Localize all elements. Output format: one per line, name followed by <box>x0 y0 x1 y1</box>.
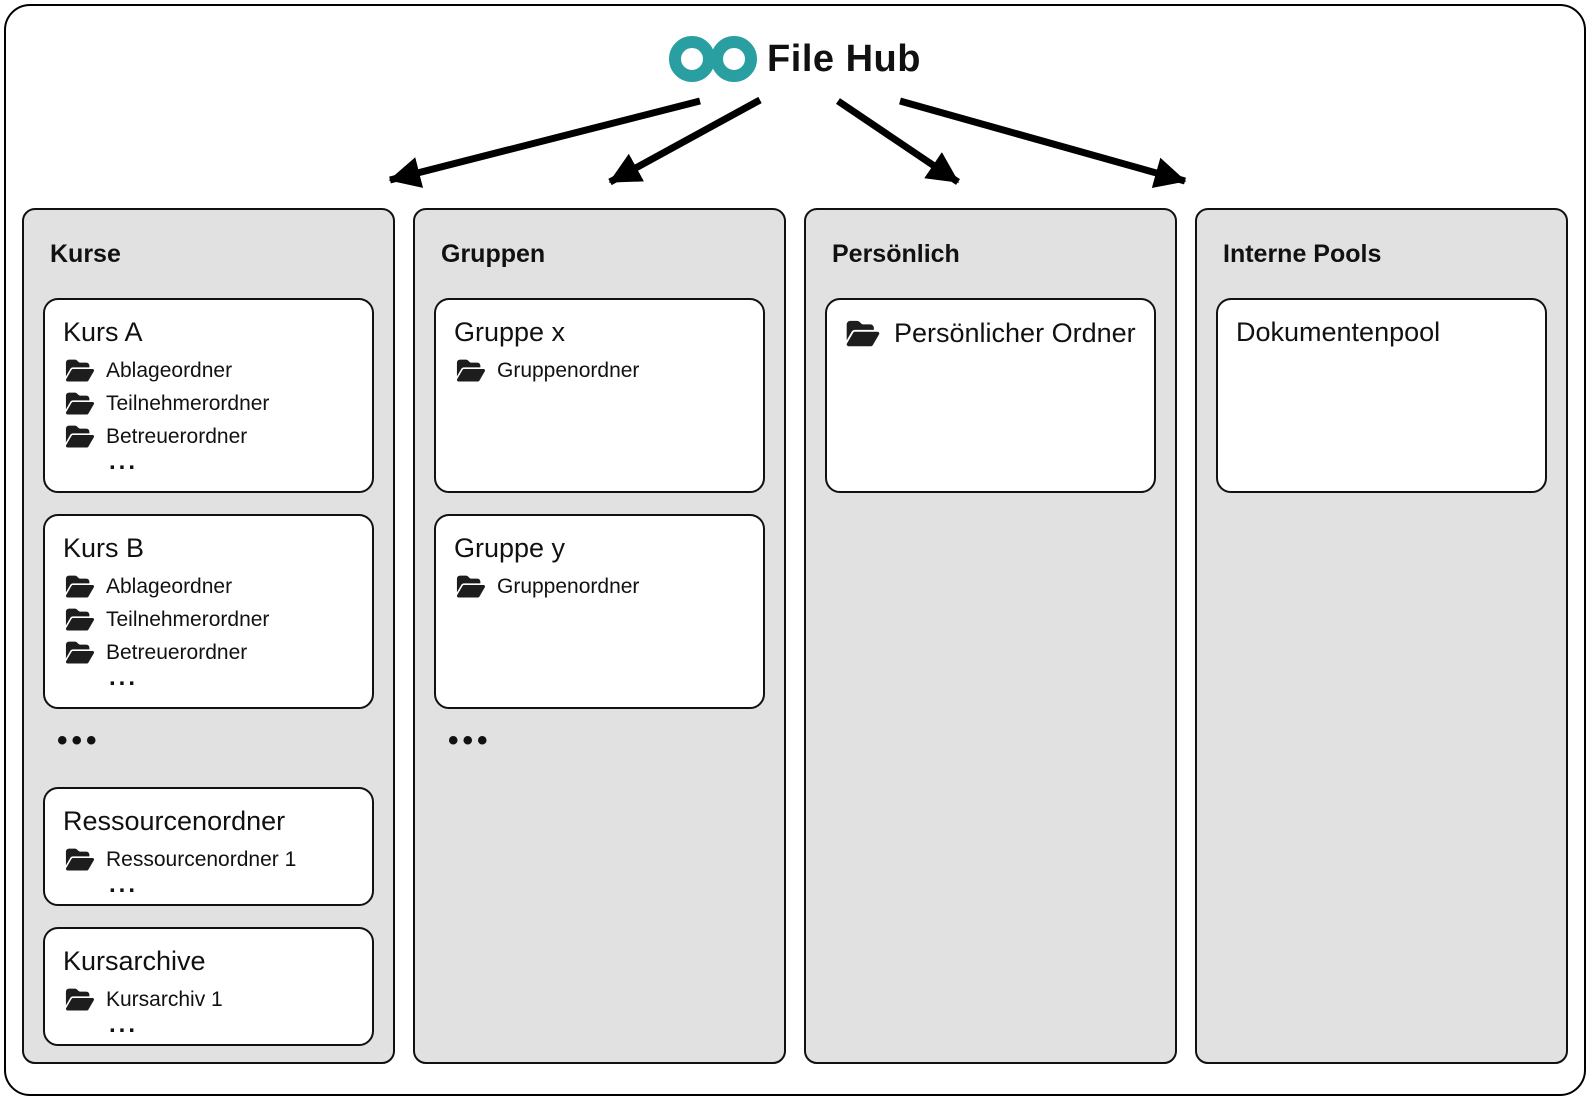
column-interne-pools: Interne Pools Dokumentenpool <box>1195 208 1568 1064</box>
folder-open-icon <box>65 391 95 416</box>
column-kurse: Kurse Kurs A Ablageordner Teilnehmerordn… <box>22 208 395 1064</box>
card-gruppe-y: Gruppe y Gruppenordner <box>434 514 765 709</box>
infinity-icon <box>669 36 758 82</box>
folder-open-icon <box>65 640 95 665</box>
folder-open-icon <box>65 987 95 1012</box>
folder-item: Ressourcenordner 1 <box>65 846 356 873</box>
card-kurs-b: Kurs B Ablageordner Teilnehmerordner Bet… <box>43 514 374 709</box>
folder-open-icon <box>65 424 95 449</box>
folder-item: Teilnehmerordner <box>65 606 356 633</box>
card-kursarchive: Kursarchive Kursarchiv 1 ... <box>43 927 374 1046</box>
folder-open-icon <box>456 574 486 599</box>
folder-item-label: Betreuerordner <box>106 424 248 448</box>
card-dokumentenpool: Dokumentenpool <box>1216 298 1547 493</box>
folder-open-icon <box>65 847 95 872</box>
card-ressourcenordner: Ressourcenordner Ressourcenordner 1 ... <box>43 787 374 906</box>
column-persoenlich: Persönlich Persönlicher Ordner <box>804 208 1177 1064</box>
card-title: Kurs B <box>63 533 145 563</box>
diagram-frame <box>4 4 1586 1096</box>
folder-item: Gruppenordner <box>456 357 747 384</box>
folder-item: Teilnehmerordner <box>65 390 356 417</box>
page-title: File Hub <box>767 37 921 80</box>
folder-item: Ablageordner <box>65 573 356 600</box>
card-title: Dokumentenpool <box>1236 317 1441 347</box>
folder-open-icon <box>845 319 881 348</box>
column-title: Persönlich <box>832 240 960 268</box>
card-kurs-a: Kurs A Ablageordner Teilnehmerordner Bet… <box>43 298 374 493</box>
folder-open-icon <box>65 574 95 599</box>
card-title: Kurs A <box>63 317 143 347</box>
folder-item-label: Ablageordner <box>106 574 233 598</box>
column-title: Interne Pools <box>1223 240 1382 268</box>
folder-item: Gruppenordner <box>456 573 747 600</box>
ellipsis: ... <box>109 871 139 898</box>
card-gruppe-x: Gruppe x Gruppenordner <box>434 298 765 493</box>
folder-open-icon <box>456 358 486 383</box>
folder-item-label: Teilnehmerordner <box>106 391 270 415</box>
folder-open-icon <box>65 607 95 632</box>
folder-item: Betreuerordner <box>65 639 356 666</box>
card-title: Gruppe x <box>454 317 566 347</box>
more-cards-dots: ••• <box>448 724 492 757</box>
file-hub-logo: File Hub <box>0 36 1590 82</box>
column-title: Gruppen <box>441 240 546 268</box>
card-title: Kursarchive <box>63 946 206 976</box>
column-title: Kurse <box>50 240 121 268</box>
folder-item: Persönlicher Ordner <box>845 318 1138 349</box>
card-title: Gruppe y <box>454 533 566 563</box>
folder-item: Ablageordner <box>65 357 356 384</box>
more-cards-dots: ••• <box>57 724 101 757</box>
folder-item-label: Ablageordner <box>106 358 233 382</box>
folder-item-label: Ressourcenordner 1 <box>106 847 297 871</box>
folder-item: Kursarchiv 1 <box>65 986 356 1013</box>
folder-item-label: Gruppenordner <box>497 358 640 382</box>
folder-open-icon <box>65 358 95 383</box>
card-persoenlicher-ordner: Persönlicher Ordner <box>825 298 1156 493</box>
ellipsis: ... <box>109 1011 139 1038</box>
folder-item-label: Gruppenordner <box>497 574 640 598</box>
column-gruppen: Gruppen Gruppe x Gruppenordner Gruppe y … <box>413 208 786 1064</box>
folder-item-label: Persönlicher Ordner <box>894 318 1136 348</box>
card-title: Ressourcenordner <box>63 806 286 836</box>
folder-item-label: Betreuerordner <box>106 640 248 664</box>
ellipsis: ... <box>109 448 139 475</box>
folder-item-label: Kursarchiv 1 <box>106 987 223 1011</box>
folder-item: Betreuerordner <box>65 423 356 450</box>
ellipsis: ... <box>109 664 139 691</box>
folder-item-label: Teilnehmerordner <box>106 607 270 631</box>
